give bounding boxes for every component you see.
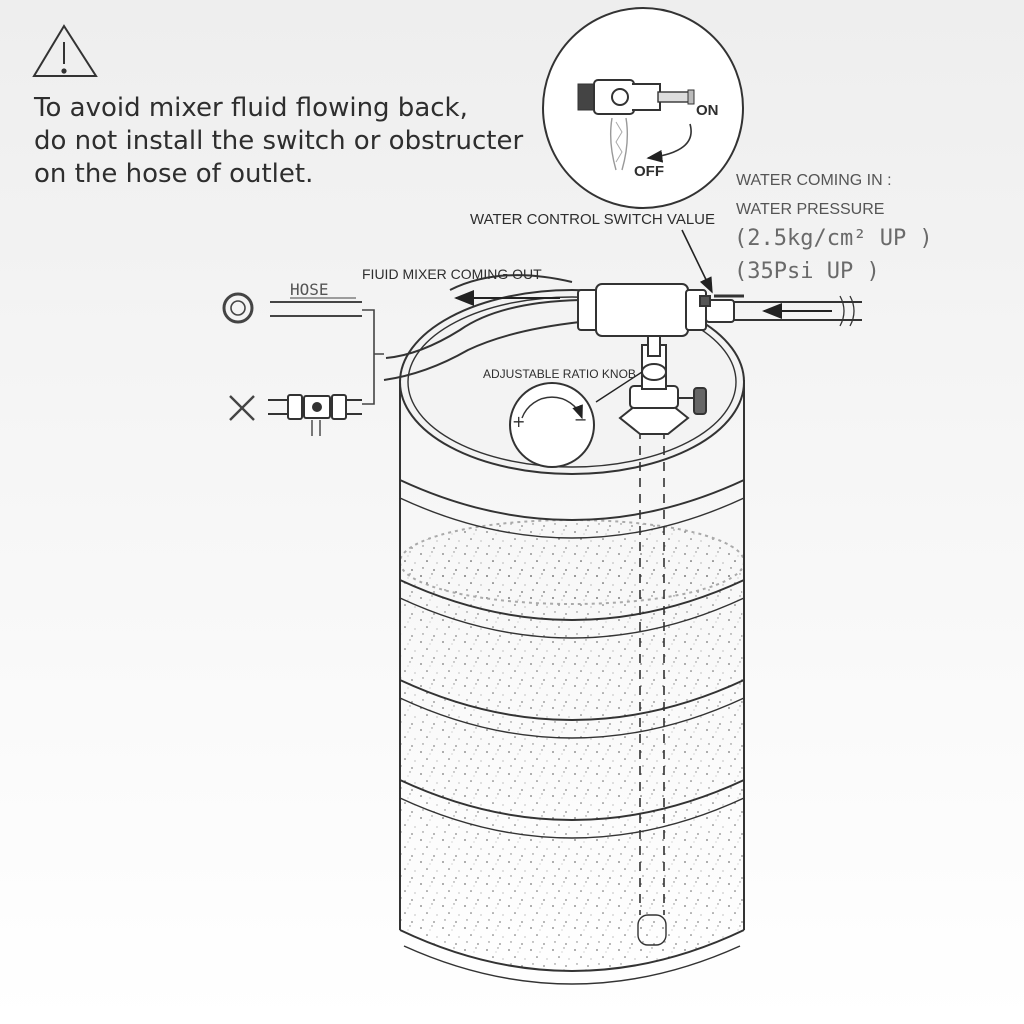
warning-line-1: To avoid mixer fluid flowing back, xyxy=(34,93,468,123)
switch-leader-arrow xyxy=(681,229,713,294)
valve-inset xyxy=(542,7,744,209)
control-switch-label: WATER CONTROL SWITCH VALUE xyxy=(470,211,716,228)
ratio-knob-label: ADJUSTABLE RATIO KNOB xyxy=(483,367,636,381)
knob-minus-sign: − xyxy=(574,410,588,429)
pressure-psi-label: (35Psi UP ) xyxy=(734,259,880,284)
inline-valve-sample xyxy=(268,394,362,436)
pressure-kg-label: (2.5kg/cm² UP ) xyxy=(734,226,933,251)
valve-on-label: ON xyxy=(696,102,719,119)
drum-fill xyxy=(400,560,744,970)
outlet-hose xyxy=(383,274,581,381)
hose-sample xyxy=(270,297,362,317)
ratio-knob-disc xyxy=(509,382,595,468)
warning-triangle-icon xyxy=(32,24,98,77)
inlet-valve xyxy=(699,294,744,323)
valve-off-label: OFF xyxy=(634,163,664,180)
inlet-pipe xyxy=(734,295,862,327)
hose-label: HOSE xyxy=(290,280,329,299)
knob-leader-line xyxy=(595,371,643,403)
warning-line-3: on the hose of outlet. xyxy=(34,159,314,189)
pressure-title-label: WATER PRESSURE xyxy=(736,201,885,218)
fluid-out-label: FIUID MIXER COMING OUT xyxy=(362,266,542,282)
circle-ok-icon xyxy=(222,292,254,324)
knob-plus-sign: + xyxy=(512,412,526,431)
cross-icon xyxy=(229,395,255,421)
warning-line-2: do not install the switch or obstructer xyxy=(34,126,524,156)
water-in-label: WATER COMING IN : xyxy=(736,172,892,189)
legend-bracket xyxy=(362,309,384,405)
bung-fitting xyxy=(618,344,707,435)
